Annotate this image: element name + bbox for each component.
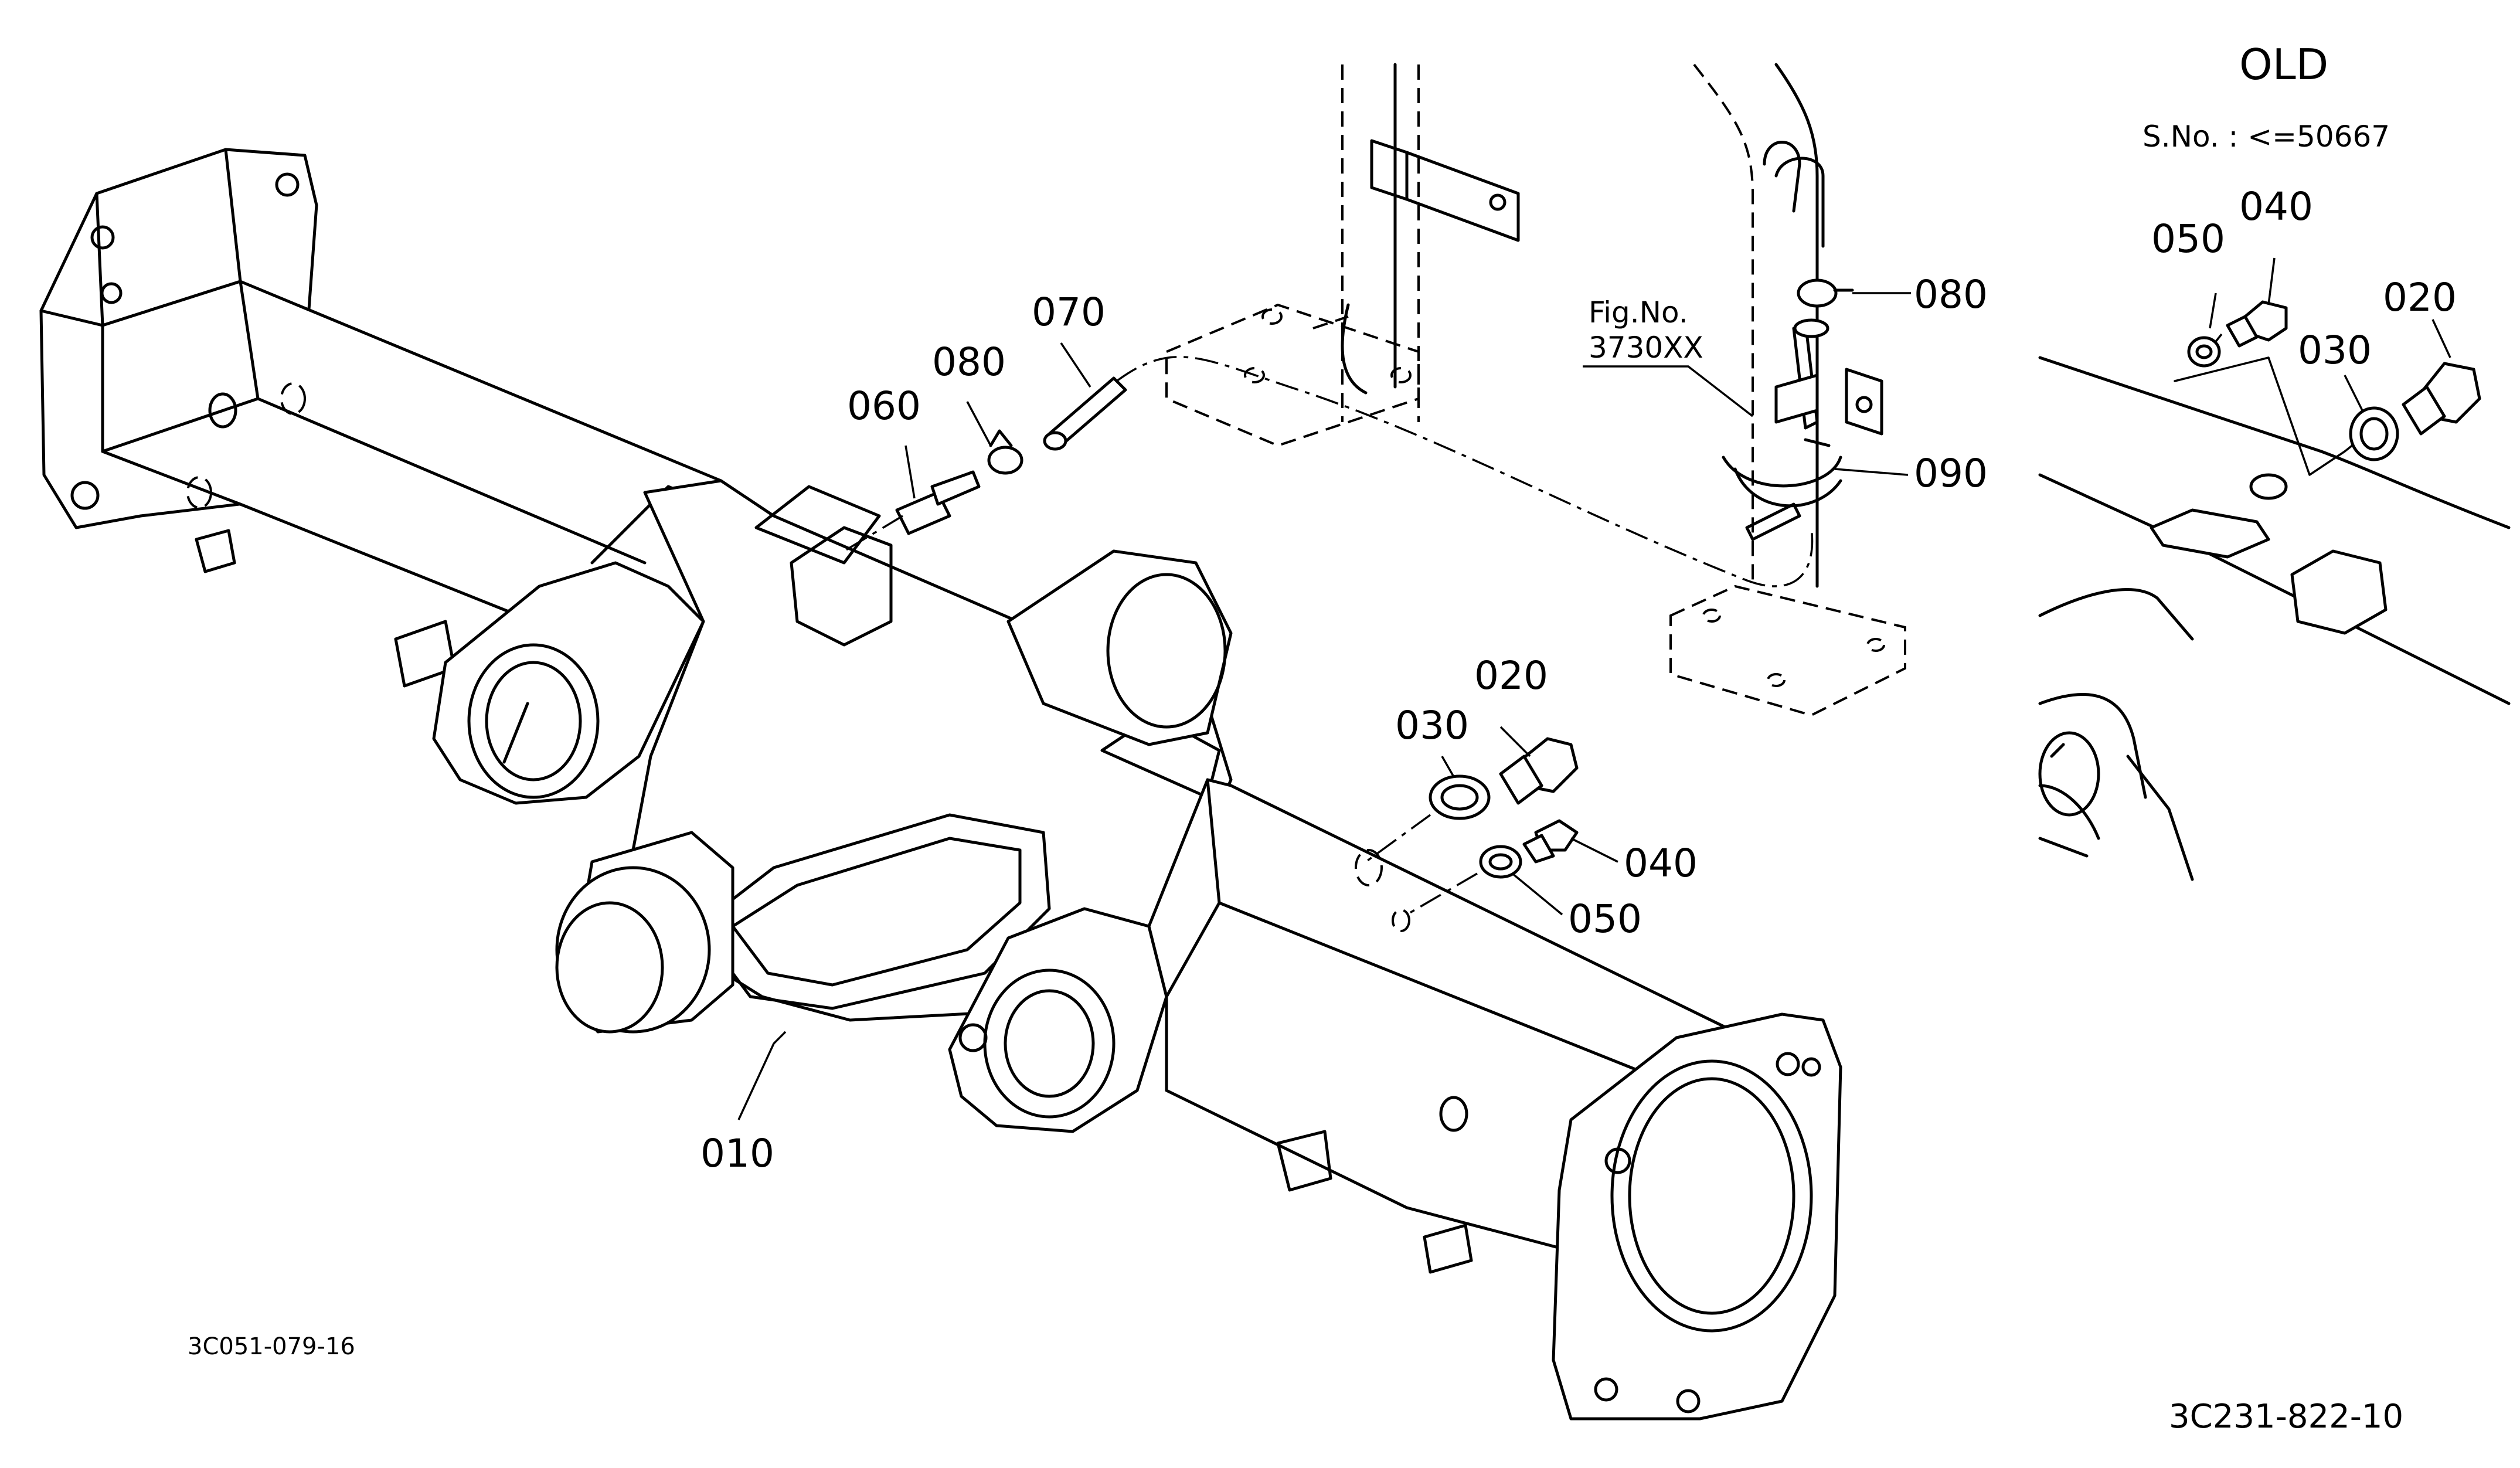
reference-bracket xyxy=(1165,63,1520,447)
callout-030: 030 xyxy=(1395,703,1469,748)
inset-serial: S.No. : <=50667 xyxy=(2142,120,2390,154)
leader-lines xyxy=(737,257,2451,1120)
inset-callout-050: 050 xyxy=(2151,216,2225,261)
callout-labels: 010 020 030 040 050 060 070 080 080 090 … xyxy=(188,40,2457,1436)
plug-assembly xyxy=(1365,737,1579,916)
rops-post xyxy=(1669,63,1906,717)
callout-010: 010 xyxy=(700,1131,774,1176)
drawing-code-left: 3C051-079-16 xyxy=(188,1333,355,1360)
callout-070: 070 xyxy=(1032,290,1106,335)
fig-ref-line2: 3730XX xyxy=(1589,331,1703,365)
inset-title: OLD xyxy=(2239,40,2328,89)
breather-assembly xyxy=(844,356,1814,587)
callout-080-right: 080 xyxy=(1914,272,1988,317)
inset-callout-030: 030 xyxy=(2298,328,2372,373)
drawing-code-right: 3C231-822-10 xyxy=(2169,1398,2403,1436)
fig-ref-line1: Fig.No. xyxy=(1589,295,1688,329)
inset-callout-040: 040 xyxy=(2239,184,2313,229)
callout-060: 060 xyxy=(847,383,921,429)
old-inset xyxy=(2038,300,2511,881)
axle-housing xyxy=(39,148,1842,1421)
callout-050: 050 xyxy=(1568,896,1642,942)
inset-callout-020: 020 xyxy=(2383,275,2457,320)
callout-020: 020 xyxy=(1474,653,1548,698)
callout-080-left: 080 xyxy=(932,339,1006,385)
callout-040: 040 xyxy=(1624,841,1698,886)
callout-090: 090 xyxy=(1914,451,1988,496)
